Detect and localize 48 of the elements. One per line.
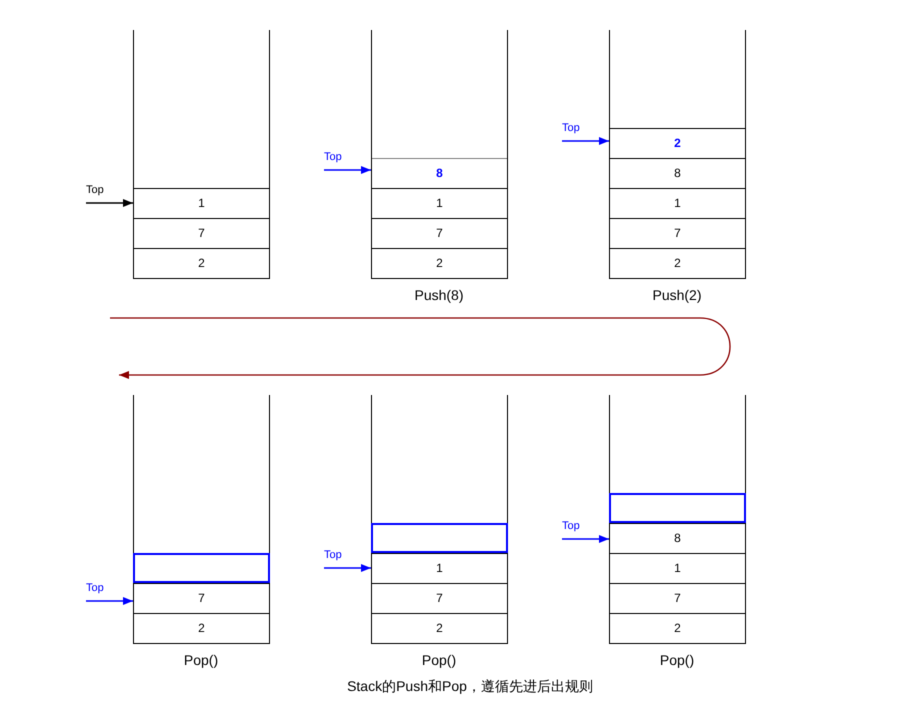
cell-value: 2 xyxy=(436,256,443,270)
stack-container xyxy=(371,395,508,644)
top-pointer-label: Top xyxy=(86,185,104,203)
top-pointer-label: Top xyxy=(324,550,342,568)
cell-value: 2 xyxy=(198,256,205,270)
cell-value: 7 xyxy=(674,591,681,605)
cell-value: 7 xyxy=(198,226,205,240)
top-pointer-label: Top xyxy=(324,152,342,170)
cell-value: 7 xyxy=(436,226,443,240)
cell-value: 1 xyxy=(436,561,443,575)
operation-caption: Push(2) xyxy=(651,287,703,303)
figure-caption: Stack的Push和Pop，遵循先进后出规则 xyxy=(346,678,594,696)
cell-value: 2 xyxy=(674,256,681,270)
cell-value: 1 xyxy=(436,196,443,210)
empty-stack-cell xyxy=(608,492,746,522)
top-pointer-label: Top xyxy=(562,521,580,539)
operation-caption: Pop() xyxy=(658,652,696,668)
pointer-arrow xyxy=(562,137,609,145)
stack-container xyxy=(133,395,270,644)
cell-value: 7 xyxy=(674,226,681,240)
pointer-arrow xyxy=(324,166,371,174)
pointer-arrow xyxy=(562,535,609,543)
cell-value: 2 xyxy=(436,621,443,635)
operation-caption: Push(8) xyxy=(413,287,465,303)
cell-value: 2 xyxy=(198,621,205,635)
cell-value: 1 xyxy=(674,561,681,575)
operation-caption: Pop() xyxy=(182,652,220,668)
stack-container xyxy=(371,30,508,279)
operation-caption: Pop() xyxy=(420,652,458,668)
pointer-arrow xyxy=(324,564,371,572)
pointer-arrow xyxy=(86,199,133,207)
cell-value: 8 xyxy=(436,166,443,180)
cell-value: 8 xyxy=(674,531,681,545)
pointer-arrow xyxy=(86,597,133,605)
stack-container xyxy=(133,30,270,279)
cell-value: 2 xyxy=(674,621,681,635)
cell-value: 1 xyxy=(674,196,681,210)
cell-value: 7 xyxy=(198,591,205,605)
cell-value: 7 xyxy=(436,591,443,605)
stack-container xyxy=(609,30,746,279)
top-pointer-label: Top xyxy=(86,583,104,601)
cell-value: 2 xyxy=(674,136,681,150)
cell-value: 1 xyxy=(198,196,205,210)
cell-value: 8 xyxy=(674,166,681,180)
stack-container xyxy=(609,395,746,644)
top-pointer-label: Top xyxy=(562,123,580,141)
empty-stack-cell xyxy=(132,552,270,582)
empty-stack-cell xyxy=(370,522,508,552)
